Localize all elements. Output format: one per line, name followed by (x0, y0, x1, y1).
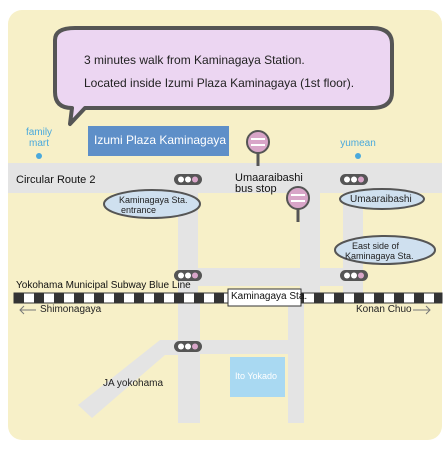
traffic-signal-icon (340, 270, 368, 281)
entrance-label-2: entrance (121, 205, 157, 215)
traffic-signal-icon (174, 341, 202, 352)
izumi-plaza-label: Izumi Plaza Kaminagaya (94, 133, 227, 147)
traffic-signal-icon (340, 174, 368, 185)
family-mart-label-1: family (25, 127, 53, 138)
izumi-plaza-box (88, 126, 229, 156)
bus-stop-label-1: Umaaraibashi (235, 172, 303, 184)
east-direction-label: Konan Chuo (356, 304, 412, 315)
intersection-label-bubble (339, 188, 425, 210)
callout-line-1: 3 minutes walk from Kaminagaya Station. (84, 53, 305, 67)
ja-yokohama-label: JA yokohama (103, 378, 164, 389)
yumean-label: yumean (340, 138, 376, 149)
road-network (8, 163, 442, 423)
bus-stop-icon (246, 130, 270, 166)
east-arrow-icon (413, 305, 431, 315)
callout-balloon (53, 26, 394, 126)
west-direction-label: Shimonagaya (40, 304, 102, 315)
callout-line-2: Located inside Izumi Plaza Kaminagaya (1… (84, 76, 355, 90)
bus-stop-icon (286, 186, 310, 222)
umaaraibashi-label: Umaaraibashi (350, 194, 412, 205)
circular-route-label: Circular Route 2 (16, 174, 96, 186)
entrance-label-1: Kaminagaya Sta. (119, 195, 188, 205)
east-side-label-1: East side of (352, 241, 400, 251)
traffic-signal-icon (174, 174, 202, 185)
family-mart-marker (36, 153, 42, 159)
ito-yokado-label: Ito Yokado (235, 371, 278, 381)
family-mart-label-2: mart (29, 138, 49, 149)
subway-line-label: Yokohama Municipal Subway Blue Line (16, 280, 191, 291)
traffic-signal-icon (174, 270, 202, 281)
ito-yokado-box (230, 357, 285, 397)
west-arrow-icon (19, 305, 36, 315)
station-box (227, 288, 302, 307)
yumean-marker (355, 153, 361, 159)
bus-stop-label-2: bus stop (235, 183, 277, 195)
intersection-label-bubble (334, 235, 436, 265)
station-label: Kaminagaya Sta. (231, 291, 308, 302)
map-background (8, 10, 442, 440)
east-side-label-2: Kaminagaya Sta. (345, 251, 414, 261)
intersection-label-bubble (103, 189, 201, 219)
